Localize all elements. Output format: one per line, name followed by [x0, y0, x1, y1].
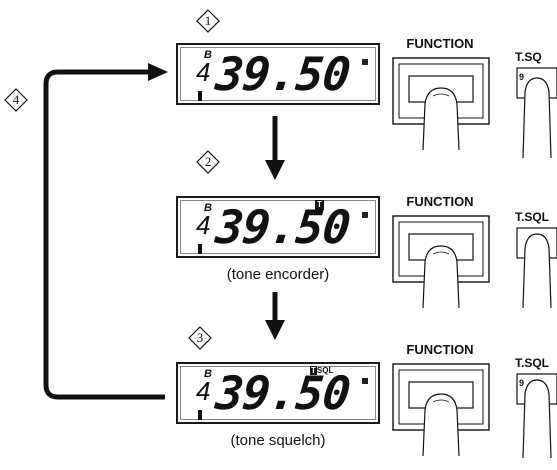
function-label: FUNCTION — [406, 36, 474, 51]
step-4-marker: 4 — [4, 88, 28, 112]
step-2-marker: 2 — [196, 150, 220, 174]
tone-indicator: T — [315, 200, 324, 210]
caption-tone-encoder: (tone encorder) — [226, 266, 330, 283]
lcd-display-3: B 4 39.50 TSQL — [176, 362, 380, 424]
lcd-display-2: B 4 39.50 T — [176, 196, 380, 258]
finger-press-icon — [392, 57, 490, 151]
signal-bar — [198, 244, 202, 254]
finger-press-icon — [392, 215, 490, 309]
function-key-2[interactable]: FUNCTION — [385, 192, 505, 309]
first-digit: 4 — [196, 376, 211, 406]
loop-arrow — [43, 63, 285, 400]
tsql-text: SQL — [316, 366, 334, 375]
frequency-readout: 39.50 — [213, 200, 353, 254]
tsq-key-2[interactable]: T.SQL — [515, 208, 557, 324]
step-3-number: 3 — [196, 330, 204, 345]
band-indicator: B — [204, 202, 212, 214]
finger-press-icon — [392, 363, 490, 457]
finger-press-icon — [516, 373, 557, 458]
band-indicator: B — [204, 368, 212, 380]
caption-tone-squelch: (tone squelch) — [230, 432, 326, 449]
first-digit: 4 — [196, 210, 211, 240]
function-label: FUNCTION — [406, 342, 474, 357]
signal-bar — [198, 410, 202, 420]
step-1-marker: 1 — [196, 9, 220, 33]
finger-press-icon — [516, 227, 557, 308]
step-2-number: 2 — [204, 154, 212, 169]
tsql-t: T — [310, 366, 317, 375]
tsq-key-3[interactable]: T.SQL 9 — [515, 354, 557, 470]
function-key-3[interactable]: FUNCTION — [385, 340, 505, 457]
key-number: 9 — [519, 378, 525, 388]
tsq-label: T.SQL — [515, 210, 550, 224]
step-4-number: 4 — [12, 92, 20, 107]
tsq-label: T.SQL — [515, 356, 550, 370]
step-1-number: 1 — [204, 13, 212, 28]
step-3-marker: 3 — [188, 326, 212, 350]
memory-indicator — [362, 212, 368, 218]
signal-bar — [198, 91, 202, 101]
tsq-key-1[interactable]: T.SQ 9 — [515, 48, 557, 164]
tone-setting-diagram: 1 2 3 4 B 4 39.50 B 4 39.50 T (tone enco… — [4, 9, 557, 458]
memory-indicator — [362, 59, 368, 65]
finger-press-icon — [516, 67, 557, 158]
function-label: FUNCTION — [406, 194, 474, 209]
lcd-display-1: B 4 39.50 — [176, 43, 380, 105]
first-digit: 4 — [196, 57, 211, 87]
key-number: 9 — [519, 72, 525, 82]
function-key-1[interactable]: FUNCTION — [385, 34, 505, 151]
memory-indicator — [362, 378, 368, 384]
band-indicator: B — [204, 49, 212, 61]
frequency-readout: 39.50 — [213, 47, 353, 101]
tsq-label: T.SQ — [515, 50, 542, 64]
tone-squelch-indicator: TSQL — [310, 366, 333, 376]
